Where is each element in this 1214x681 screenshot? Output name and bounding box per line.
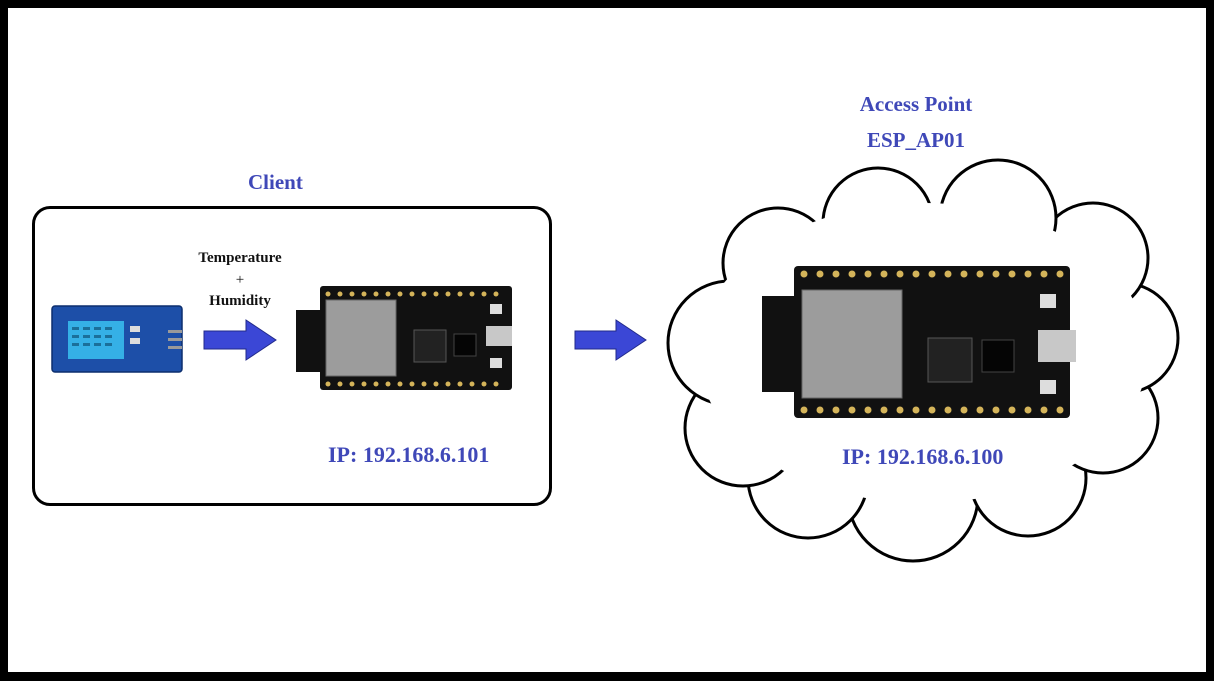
client-to-access-point-arrow — [574, 319, 647, 361]
sensor-to-board-arrow — [203, 319, 277, 361]
flow-label-humidity: Humidity — [209, 293, 271, 309]
diagram-canvas: Client Temperature + Humidity IP: 192.16… — [8, 8, 1206, 672]
client-title: Client — [248, 170, 303, 194]
devices-layer — [51, 266, 1076, 418]
access-point-ssid: ESP_AP01 — [866, 128, 965, 152]
client-box — [32, 206, 552, 506]
client-esp32-board — [296, 286, 512, 390]
sensor-module — [51, 305, 183, 373]
flow-label-temperature: Temperature — [198, 250, 282, 266]
client-ip: IP: 192.168.6.101 — [328, 442, 490, 467]
access-point-ip: IP: 192.168.6.100 — [842, 444, 1004, 469]
flow-label-plus: + — [235, 272, 245, 288]
access-point-esp32-board — [762, 266, 1076, 418]
access-point-title: Access Point — [859, 92, 973, 116]
